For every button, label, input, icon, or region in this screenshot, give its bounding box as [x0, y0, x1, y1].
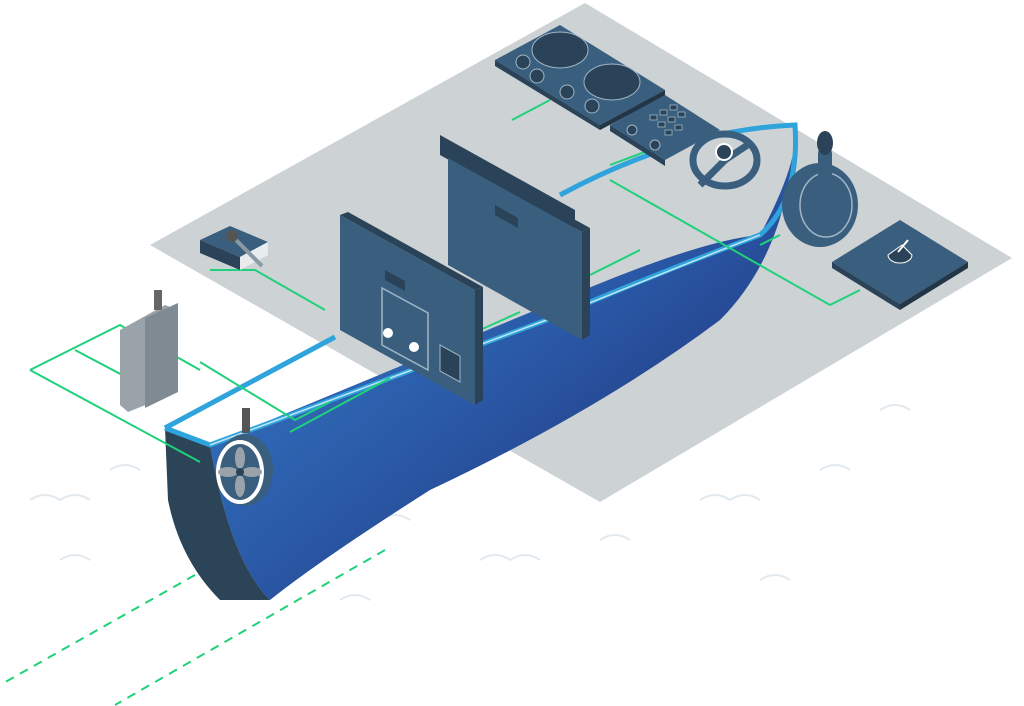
water-waves	[29, 404, 911, 601]
junction-box	[200, 226, 268, 270]
throttle-lever	[782, 131, 858, 247]
display-cabinet-rear	[440, 135, 590, 340]
joystick-panel	[832, 220, 968, 310]
dial-control-panel	[495, 25, 665, 130]
steering-wheel	[689, 130, 761, 190]
keypad-panel	[610, 95, 720, 166]
wake-trail	[0, 549, 386, 706]
bow-thruster	[216, 408, 273, 506]
rudder-actuator	[120, 290, 178, 412]
hull-side	[210, 125, 796, 600]
hull-stern	[165, 428, 270, 600]
display-cabinet-front	[340, 212, 483, 405]
